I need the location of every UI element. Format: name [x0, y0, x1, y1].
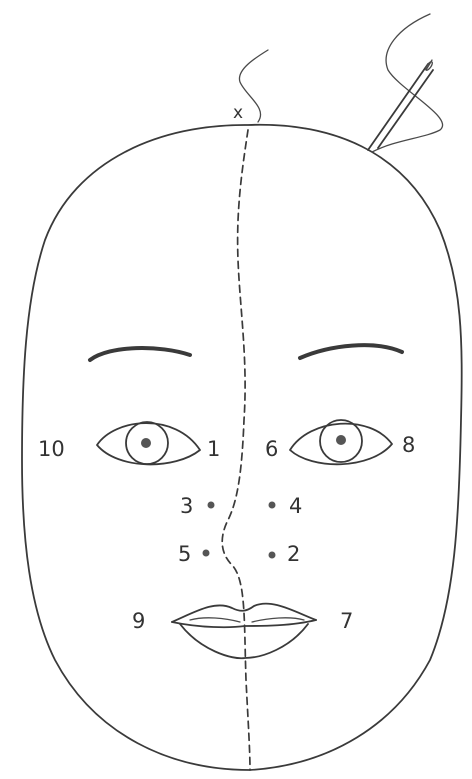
- needle-icon: [368, 60, 434, 150]
- right-eyebrow: [300, 345, 402, 358]
- start-mark: x: [233, 103, 243, 123]
- label-2: 2: [287, 542, 300, 566]
- label-1: 1: [207, 437, 220, 461]
- point-3-dot: [208, 502, 215, 509]
- left-eye: [97, 422, 200, 464]
- center-seam-line: [222, 130, 250, 770]
- label-5: 5: [178, 542, 191, 566]
- right-eye: [290, 420, 392, 464]
- point-4-dot: [269, 502, 276, 509]
- thread: [372, 14, 443, 152]
- label-8: 8: [402, 433, 415, 457]
- point-2-dot: [269, 552, 276, 559]
- point-5-dot: [203, 550, 210, 557]
- label-9: 9: [132, 609, 145, 633]
- label-10: 10: [38, 437, 65, 461]
- label-6: 6: [265, 437, 278, 461]
- label-3: 3: [180, 494, 193, 518]
- left-eyebrow: [90, 348, 190, 360]
- label-7: 7: [340, 609, 353, 633]
- label-4: 4: [289, 494, 302, 518]
- thread-tail: [239, 50, 268, 122]
